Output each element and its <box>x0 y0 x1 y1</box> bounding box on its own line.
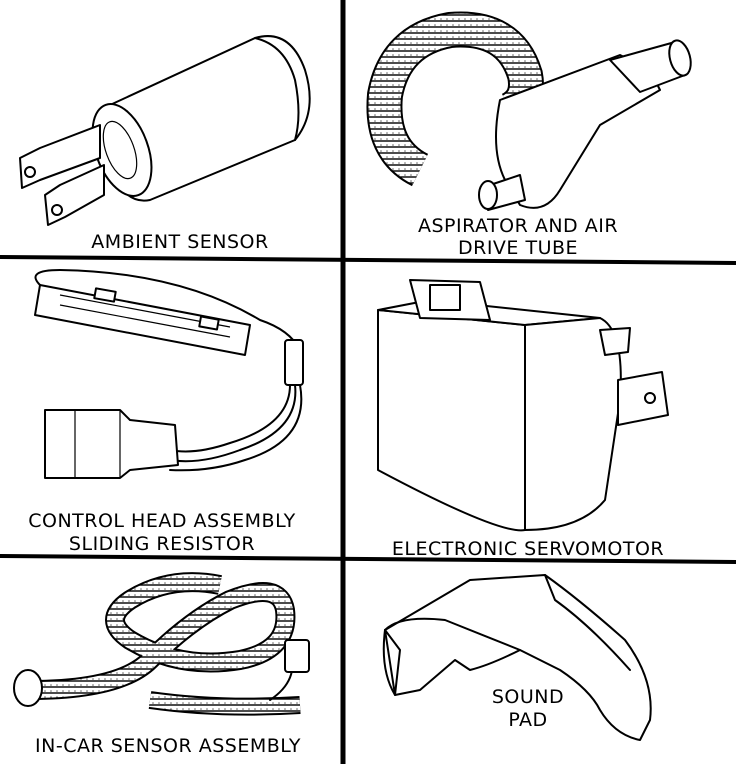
aspirator-illustration <box>366 11 692 211</box>
sound-pad-label-line2: PAD <box>508 709 547 731</box>
harness-connector <box>44 409 179 479</box>
mounting-tab <box>617 371 669 426</box>
wire-clip <box>284 339 304 386</box>
ambient-sensor-illustration <box>19 35 311 226</box>
in-car-sensor-connector <box>284 639 310 673</box>
sliding-resistor-illustration <box>34 269 304 479</box>
terminal-lower <box>44 164 105 226</box>
ambient-sensor-label: AMBIENT SENSOR <box>91 231 268 253</box>
in-car-sensor-label: IN-CAR SENSOR ASSEMBLY <box>35 735 301 757</box>
terminal-upper <box>19 124 101 189</box>
servomotor-housing <box>377 309 526 532</box>
control-head-label-line2: SLIDING RESISTOR <box>69 533 255 555</box>
sound-pad-illustration <box>382 574 652 741</box>
sound-pad <box>382 574 652 741</box>
in-car-sensor-illustration <box>13 572 310 716</box>
aspirator-body <box>495 54 661 209</box>
aspirator-label-line1: ASPIRATOR AND AIR <box>418 215 618 237</box>
sound-pad-label-line1: SOUND <box>492 686 564 708</box>
control-head-label-line1: CONTROL HEAD ASSEMBLY <box>28 510 296 532</box>
servomotor-label: ELECTRONIC SERVOMOTOR <box>392 538 664 560</box>
aspirator-label-line2: DRIVE TUBE <box>458 237 578 259</box>
sensor-head <box>13 669 43 707</box>
servomotor-illustration <box>377 279 669 532</box>
